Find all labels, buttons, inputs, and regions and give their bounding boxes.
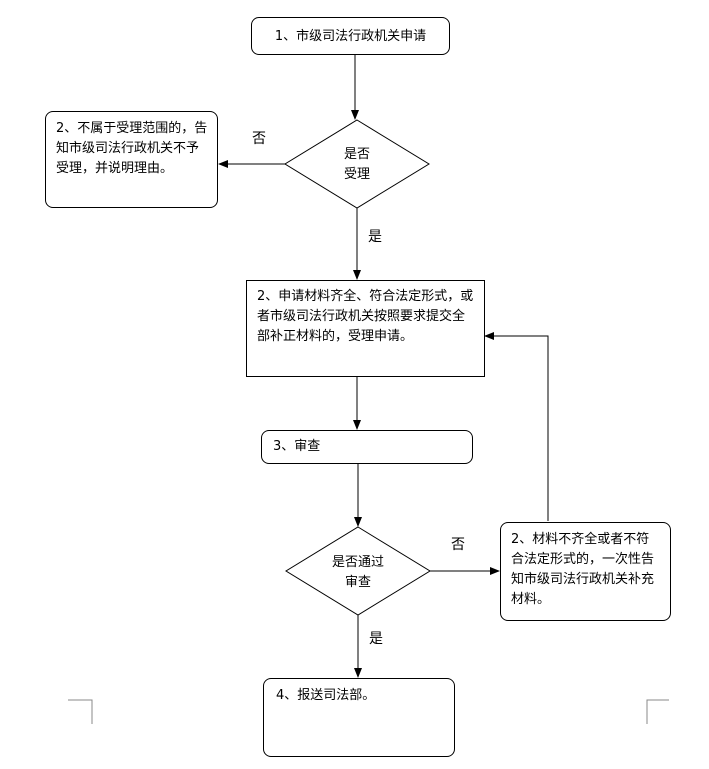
review-node: 3、审查 xyxy=(261,430,473,464)
accept-application-text: 2、申请材料齐全、符合法定形式，或者市级司法行政机关按照要求提交全部补正材料的，… xyxy=(257,289,474,344)
start-node: 1、市级司法行政机关申请 xyxy=(251,17,450,55)
start-node-text: 1、市级司法行政机关申请 xyxy=(274,29,427,44)
accept-application-node: 2、申请材料齐全、符合法定形式，或者市级司法行政机关按照要求提交全部补正材料的，… xyxy=(246,280,485,377)
arrow-supplement-back-to-accept-application xyxy=(484,332,549,521)
submit-node: 4、报送司法部。 xyxy=(263,678,455,757)
page-corner-mark-left xyxy=(68,699,93,724)
supplement-notice-node: 2、材料不齐全或者不符合法定形式的，一次性告知市级司法行政机关补充材料。 xyxy=(500,522,671,621)
reject-notice-node: 2、不属于受理范围的，告知市级司法行政机关不予受理，并说明理由。 xyxy=(45,111,218,208)
accept-decision-line2: 受理 xyxy=(343,167,370,182)
review-decision-line2: 审查 xyxy=(344,575,371,590)
accept-decision-label: 是否 受理 xyxy=(317,145,397,185)
review-decision-label: 是否通过 审查 xyxy=(308,553,408,593)
submit-node-text: 4、报送司法部。 xyxy=(276,688,376,703)
accept-yes-label: 是 xyxy=(368,229,382,245)
review-node-text: 3、审查 xyxy=(273,439,321,454)
reject-notice-text: 2、不属于受理范围的，告知市级司法行政机关不予受理，并说明理由。 xyxy=(56,121,208,176)
accept-no-label: 否 xyxy=(252,131,266,147)
review-no-label: 否 xyxy=(451,537,465,553)
page-corner-mark-right xyxy=(646,699,669,724)
supplement-notice-text: 2、材料不齐全或者不符合法定形式的，一次性告知市级司法行政机关补充材料。 xyxy=(511,532,655,607)
review-decision-line1: 是否通过 xyxy=(331,555,384,570)
review-yes-label: 是 xyxy=(369,631,383,647)
accept-decision-line1: 是否 xyxy=(343,147,370,162)
